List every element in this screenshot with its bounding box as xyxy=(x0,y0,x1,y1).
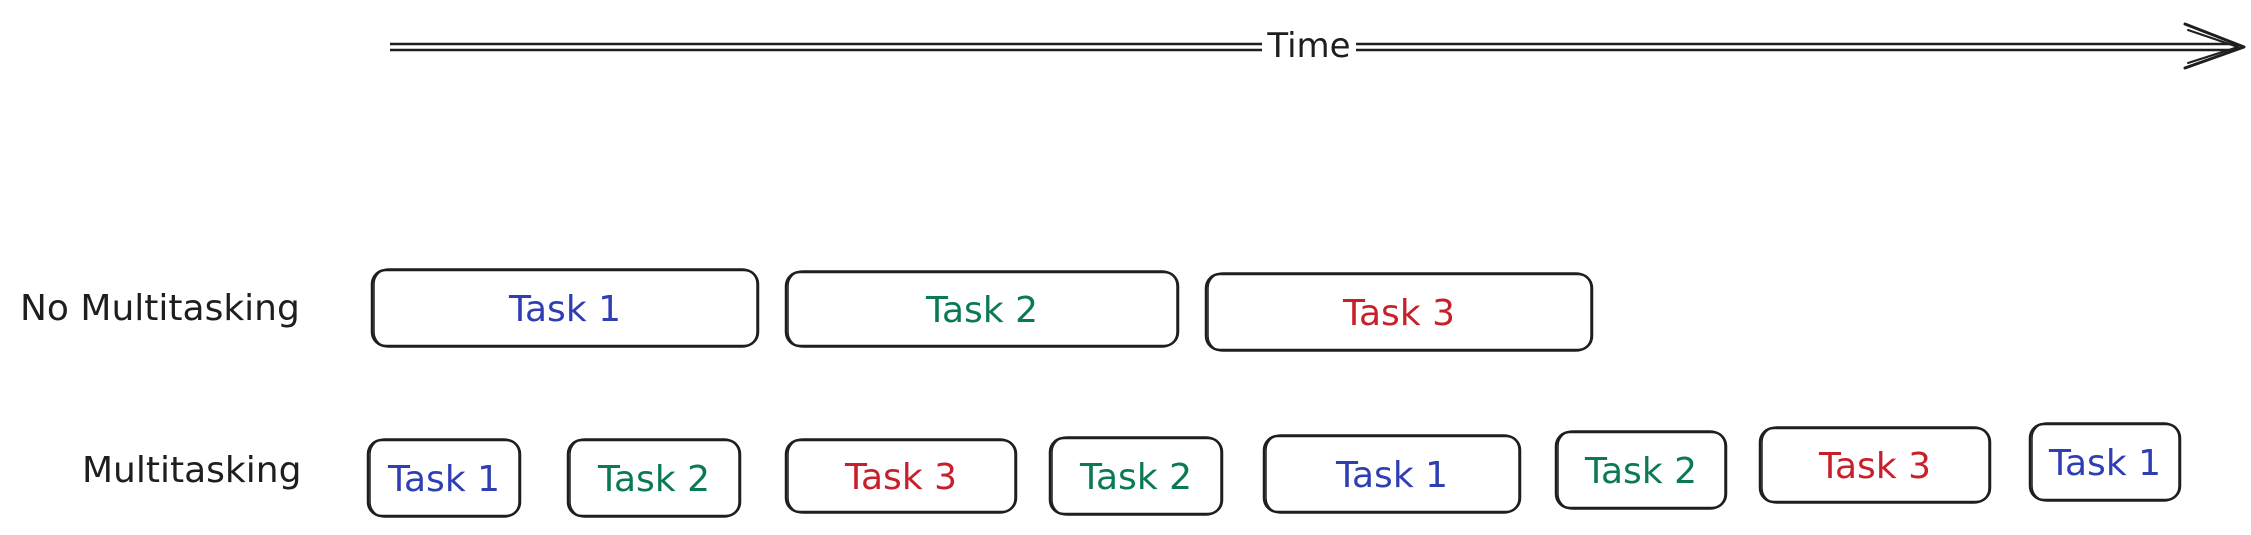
task-box-outline xyxy=(1204,272,1594,352)
time-axis-label: Time xyxy=(1266,26,1350,66)
task-label: Task 2 xyxy=(1079,457,1192,498)
task-box: Task 2 xyxy=(566,438,742,518)
task-box-outline xyxy=(366,438,522,518)
task-label: Task 1 xyxy=(508,289,621,330)
task-box-sketch-stroke xyxy=(369,438,520,518)
time-axis-arrowhead-inner xyxy=(2187,29,2239,64)
task-box-sketch-stroke xyxy=(787,270,1178,348)
task-box-sketch-stroke xyxy=(1207,272,1592,352)
task-box-outline xyxy=(566,438,742,518)
task-label: Task 1 xyxy=(1335,455,1448,496)
row-label-multitasking: Multitasking xyxy=(82,450,301,491)
row-label-no-multitasking: No Multitasking xyxy=(20,288,300,329)
task-box-outline xyxy=(784,438,1018,514)
task-label: Task 3 xyxy=(1342,293,1455,334)
task-label: Task 1 xyxy=(2048,443,2161,484)
task-box-sketch-stroke xyxy=(373,268,758,348)
time-axis-arrowhead xyxy=(2183,22,2246,70)
task-label: Task 3 xyxy=(1818,446,1931,487)
task-label: Task 2 xyxy=(1584,451,1697,492)
task-box-sketch-stroke xyxy=(1265,434,1520,514)
task-box: Task 2 xyxy=(784,270,1180,348)
task-box-sketch-stroke xyxy=(1051,436,1222,516)
task-box-outline xyxy=(370,268,760,348)
task-label: Task 2 xyxy=(925,290,1038,331)
task-box-outline xyxy=(1048,436,1224,516)
task-box-outline xyxy=(784,270,1180,348)
time-axis: Time xyxy=(390,22,2246,70)
task-box-sketch-stroke xyxy=(569,438,740,518)
task-box: Task 1 xyxy=(1262,434,1522,514)
task-box-outline xyxy=(1554,430,1728,510)
task-box-outline xyxy=(1758,426,1992,504)
task-box: Task 3 xyxy=(1204,272,1594,352)
task-box: Task 1 xyxy=(2028,422,2182,502)
task-box: Task 2 xyxy=(1554,430,1728,510)
task-label: Task 1 xyxy=(387,459,500,500)
task-box-sketch-stroke xyxy=(1761,426,1990,504)
task-label: Task 3 xyxy=(844,457,957,498)
task-box: Task 2 xyxy=(1048,436,1224,516)
task-box: Task 1 xyxy=(370,268,760,348)
task-boxes: Task 1 Task 2 Task 3 Task 1 Task 2 Task 3 Task… xyxy=(366,268,2182,518)
task-box-sketch-stroke xyxy=(787,438,1016,514)
task-box-outline xyxy=(2028,422,2182,502)
task-box-sketch-stroke xyxy=(2031,422,2180,502)
task-box: Task 3 xyxy=(1758,426,1992,504)
task-box-sketch-stroke xyxy=(1557,430,1726,510)
task-box-outline xyxy=(1262,434,1522,514)
task-label: Task 2 xyxy=(597,459,710,500)
task-box: Task 3 xyxy=(784,438,1018,514)
task-box: Task 1 xyxy=(366,438,522,518)
